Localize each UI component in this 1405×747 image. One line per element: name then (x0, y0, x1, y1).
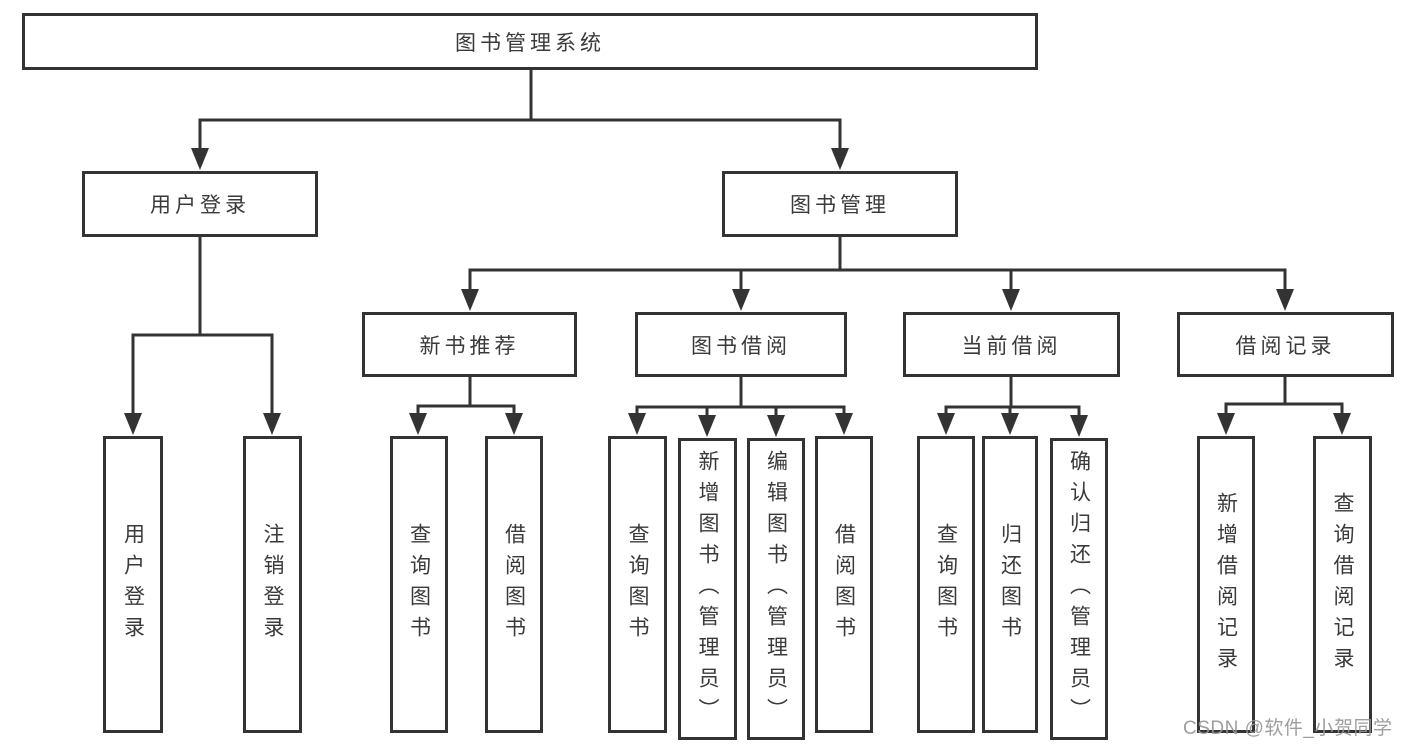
arrowhead-current-borrow (1002, 289, 1020, 311)
node-borrow-records: 借阅记录 (1177, 312, 1394, 377)
arrowhead-bb-query (628, 413, 646, 435)
leaf-bb-borrow-books-label: 借阅图书 (832, 522, 856, 647)
arrowhead-book-management (831, 148, 849, 170)
leaf-logout-label: 注销登录 (261, 522, 284, 647)
csdn-watermark: CSDN @软件_小贺同学 (1183, 718, 1393, 739)
leaf-cb-query-books: 查询图书 (917, 436, 975, 733)
node-user-login: 用户登录 (82, 171, 318, 237)
leaf-logout: 注销登录 (243, 436, 302, 733)
arrowhead-bb-edit (767, 415, 785, 437)
arrowhead-user-login (191, 148, 209, 170)
node-root: 图书管理系统 (22, 13, 1038, 70)
arrowhead-bb-add (698, 415, 716, 437)
node-book-management-label: 图书管理 (790, 194, 890, 217)
arrowhead-cb-confirm (1070, 415, 1088, 437)
edge-borrow-records-split (1224, 402, 1344, 414)
leaf-cb-query-books-label: 查询图书 (934, 522, 958, 647)
node-user-login-label: 用户登录 (150, 194, 250, 217)
leaf-cb-confirm-return-admin-label: 确认归还（管理员） (1067, 449, 1091, 729)
arrowhead-bb-borrow (835, 413, 853, 435)
leaf-nb-query-books: 查询图书 (390, 436, 448, 733)
arrowhead-leaf-login (124, 413, 142, 435)
leaf-nb-borrow-books: 借阅图书 (485, 436, 543, 733)
leaf-bb-query-books: 查询图书 (608, 436, 667, 733)
arrowhead-nb-borrow (505, 413, 523, 435)
leaf-cb-confirm-return-admin: 确认归还（管理员） (1050, 438, 1108, 740)
node-borrow-records-label: 借阅记录 (1235, 334, 1336, 358)
edge-user-login-split (131, 333, 274, 415)
leaf-nb-borrow-books-label: 借阅图书 (502, 522, 526, 647)
leaf-br-query-record: 查询借阅记录 (1313, 436, 1372, 733)
leaf-bb-query-books-label: 查询图书 (626, 522, 649, 647)
leaf-br-query-record-label: 查询借阅记录 (1331, 491, 1354, 678)
node-new-book-recommend: 新书推荐 (362, 312, 577, 377)
leaf-br-add-record-label: 新增借阅记录 (1214, 491, 1238, 678)
arrowhead-book-borrow (732, 289, 750, 311)
leaf-nb-query-books-label: 查询图书 (407, 522, 431, 647)
node-new-book-recommend-label: 新书推荐 (419, 334, 520, 358)
leaf-user-login-label: 用户登录 (121, 522, 145, 647)
node-book-management: 图书管理 (722, 171, 958, 237)
leaf-bb-edit-books-admin: 编辑图书（管理员） (747, 438, 805, 740)
node-root-label: 图书管理系统 (455, 31, 605, 55)
leaf-bb-borrow-books: 借阅图书 (815, 436, 873, 733)
leaf-bb-edit-books-admin-label: 编辑图书（管理员） (764, 449, 788, 729)
node-current-borrow: 当前借阅 (903, 312, 1120, 377)
arrowhead-borrow-records (1276, 289, 1294, 311)
leaf-bb-add-books-admin-label: 新增图书（管理员） (696, 449, 719, 729)
leaf-br-add-record: 新增借阅记录 (1197, 436, 1255, 733)
arrowhead-cb-return (1001, 413, 1019, 435)
leaf-cb-return-books: 归还图书 (982, 436, 1038, 733)
arrowhead-cb-query (937, 413, 955, 435)
edge-level3-split (468, 268, 1287, 292)
node-current-borrow-label: 当前借阅 (961, 334, 1062, 358)
leaf-cb-return-books-label: 归还图书 (998, 522, 1022, 647)
leaf-bb-add-books-admin: 新增图书（管理员） (678, 438, 737, 740)
arrowhead-new-book (461, 289, 479, 311)
edge-book-borrow-split (635, 405, 846, 414)
edge-current-borrow-split (944, 405, 1081, 415)
node-book-borrow: 图书借阅 (635, 312, 847, 377)
arrowhead-leaf-logout (263, 413, 281, 435)
arrowhead-br-query (1333, 413, 1351, 435)
node-book-borrow-label: 图书借阅 (691, 334, 791, 358)
arrowhead-br-add (1217, 413, 1235, 435)
edge-new-book-split (416, 404, 516, 414)
leaf-user-login: 用户登录 (103, 436, 163, 733)
edge-level2-split (198, 118, 842, 152)
arrowhead-nb-query (409, 413, 427, 435)
